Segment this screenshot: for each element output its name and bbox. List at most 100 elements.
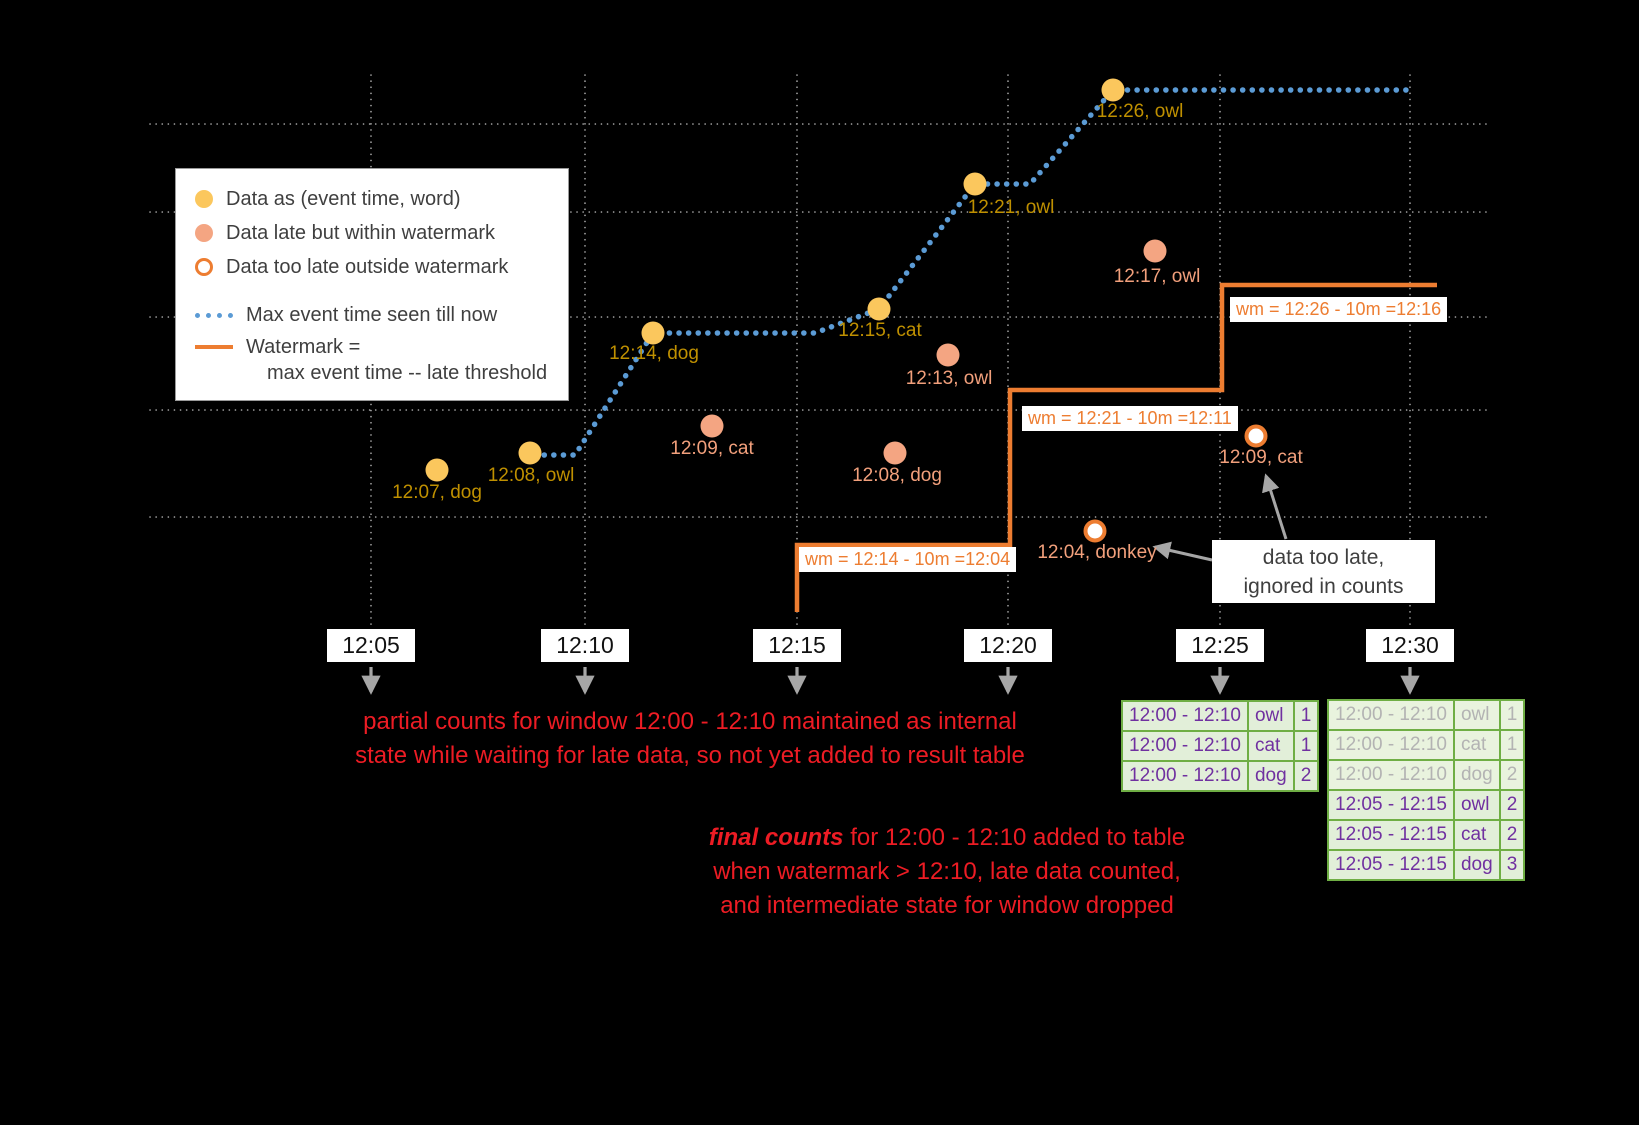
result-table-final: 12:00 - 12:10 owl 1 12:00 - 12:10 cat 1 …: [1327, 699, 1526, 881]
data-point-on-time: [1101, 78, 1125, 102]
data-point-label: 12:13, owl: [905, 368, 993, 389]
data-point-late: [883, 441, 907, 465]
data-point-label: 12:08, owl: [487, 465, 575, 486]
legend-label: Max event time seen till now: [246, 304, 498, 326]
data-point-label: 12:15, cat: [838, 320, 922, 341]
watermark-legend-line2: max event time -- late threshold: [267, 362, 548, 384]
data-point-label: 12:08, dog: [852, 465, 942, 486]
data-point-on-time: [518, 441, 542, 465]
legend-item-max-event-time: Max event time seen till now: [195, 298, 568, 332]
table-row: 12:00 - 12:10 owl 1: [1327, 699, 1526, 731]
table-row: 12:00 - 12:10 cat 1: [1327, 729, 1526, 761]
data-point-late: [1143, 239, 1167, 263]
on-time-dot-icon: [195, 190, 213, 208]
data-point-label: 12:17, owl: [1113, 266, 1201, 287]
word-cell: owl: [1452, 789, 1501, 821]
watermark-value-label: wm = 12:14 - 10m =12:04: [799, 547, 1017, 572]
final-counts-line1: final counts for 12:00 - 12:10 added to …: [687, 821, 1207, 855]
watermark-value-label: wm = 12:21 - 10m =12:11: [1022, 406, 1238, 431]
count-cell: 1: [1292, 700, 1320, 732]
data-point-on-time: [641, 321, 665, 345]
window-cell: 12:05 - 12:15: [1327, 819, 1455, 851]
too-late-dot-icon: [195, 258, 213, 276]
legend-label: Watermark = max event time -- late thres…: [246, 334, 547, 386]
word-cell: owl: [1452, 699, 1501, 731]
partial-counts-note: partial counts for window 12:00 - 12:10 …: [325, 705, 1055, 773]
count-cell: 2: [1498, 819, 1526, 851]
legend-label: Data late but within watermark: [226, 222, 496, 244]
final-counts-line1-rest: for 12:00 - 12:10 added to table: [843, 824, 1186, 851]
data-point-label: 12:26, owl: [1096, 101, 1184, 122]
count-cell: 2: [1498, 789, 1526, 821]
tick-arrows: [361, 667, 1420, 695]
data-point-late: [700, 414, 724, 438]
final-counts-note: final counts for 12:00 - 12:10 added to …: [687, 821, 1207, 923]
table-row: 12:00 - 12:10 dog 2: [1121, 760, 1320, 792]
word-cell: dog: [1452, 759, 1501, 791]
data-point-too-late: [1244, 424, 1268, 448]
data-point-late: [936, 343, 960, 367]
too-late-callout: data too late, ignored in counts: [1212, 540, 1435, 603]
time-tick-12-30: 12:30: [1366, 629, 1454, 662]
window-cell: 12:00 - 12:10: [1121, 760, 1249, 792]
table-row: 12:05 - 12:15 owl 2: [1327, 789, 1526, 821]
word-cell: cat: [1452, 819, 1501, 851]
time-tick-12-15: 12:15: [753, 629, 841, 662]
partial-counts-line2: state while waiting for late data, so no…: [355, 742, 1025, 769]
legend-item-too-late: Data too late outside watermark: [195, 250, 568, 284]
window-cell: 12:00 - 12:10: [1327, 699, 1455, 731]
window-cell: 12:00 - 12:10: [1121, 730, 1249, 762]
count-cell: 2: [1498, 759, 1526, 791]
table-row: 12:00 - 12:10 owl 1: [1121, 700, 1320, 732]
final-counts-line2: when watermark > 12:10, late data counte…: [713, 858, 1181, 885]
table-row: 12:05 - 12:15 cat 2: [1327, 819, 1526, 851]
too-late-callout-line1: data too late,: [1262, 546, 1385, 569]
data-point-on-time: [425, 458, 449, 482]
table-row: 12:00 - 12:10 cat 1: [1121, 730, 1320, 762]
count-cell: 3: [1498, 849, 1526, 881]
table-row: 12:00 - 12:10 dog 2: [1327, 759, 1526, 791]
word-cell: cat: [1246, 730, 1295, 762]
table-row: 12:05 - 12:15 dog 3: [1327, 849, 1526, 881]
window-cell: 12:05 - 12:15: [1327, 789, 1455, 821]
legend-item-watermark: Watermark = max event time -- late thres…: [195, 334, 568, 386]
data-point-on-time: [867, 297, 891, 321]
word-cell: dog: [1452, 849, 1501, 881]
time-tick-12-10: 12:10: [541, 629, 629, 662]
data-point-too-late: [1083, 519, 1107, 543]
window-cell: 12:00 - 12:10: [1121, 700, 1249, 732]
result-table-partial: 12:00 - 12:10 owl 1 12:00 - 12:10 cat 1 …: [1121, 700, 1320, 792]
legend-item-late: Data late but within watermark: [195, 216, 568, 250]
count-cell: 1: [1498, 699, 1526, 731]
data-point-label: 12:09, cat: [1219, 447, 1303, 468]
data-point-label: 12:14, dog: [609, 343, 699, 364]
solid-line-icon: [195, 345, 233, 349]
time-tick-12-20: 12:20: [964, 629, 1052, 662]
legend-label: Data too late outside watermark: [226, 256, 509, 278]
window-cell: 12:00 - 12:10: [1327, 759, 1455, 791]
time-tick-12-05: 12:05: [327, 629, 415, 662]
too-late-callout-line2: ignored in counts: [1243, 575, 1404, 598]
word-cell: dog: [1246, 760, 1295, 792]
word-cell: cat: [1452, 729, 1501, 761]
watermark-legend-line1: Watermark =: [246, 336, 361, 358]
partial-counts-line1: partial counts for window 12:00 - 12:10 …: [363, 708, 1017, 735]
legend-item-on-time: Data as (event time, word): [195, 182, 568, 216]
final-counts-emphasis: final counts: [708, 824, 844, 851]
data-point-label: 12:09, cat: [670, 438, 754, 459]
final-counts-line3: and intermediate state for window droppe…: [720, 892, 1174, 919]
time-tick-12-25: 12:25: [1176, 629, 1264, 662]
legend: Data as (event time, word) Data late but…: [175, 168, 569, 401]
data-point-label: 12:07, dog: [392, 482, 482, 503]
count-cell: 2: [1292, 760, 1320, 792]
late-dot-icon: [195, 224, 213, 242]
window-cell: 12:00 - 12:10: [1327, 729, 1455, 761]
max-event-time-line: [522, 87, 1418, 458]
data-point-label: 12:21, owl: [967, 197, 1055, 218]
data-point-on-time: [963, 172, 987, 196]
watermark-value-label: wm = 12:26 - 10m =12:16: [1230, 297, 1448, 322]
legend-label: Data as (event time, word): [226, 188, 461, 210]
word-cell: owl: [1246, 700, 1295, 732]
dotted-line-icon: [195, 312, 233, 318]
